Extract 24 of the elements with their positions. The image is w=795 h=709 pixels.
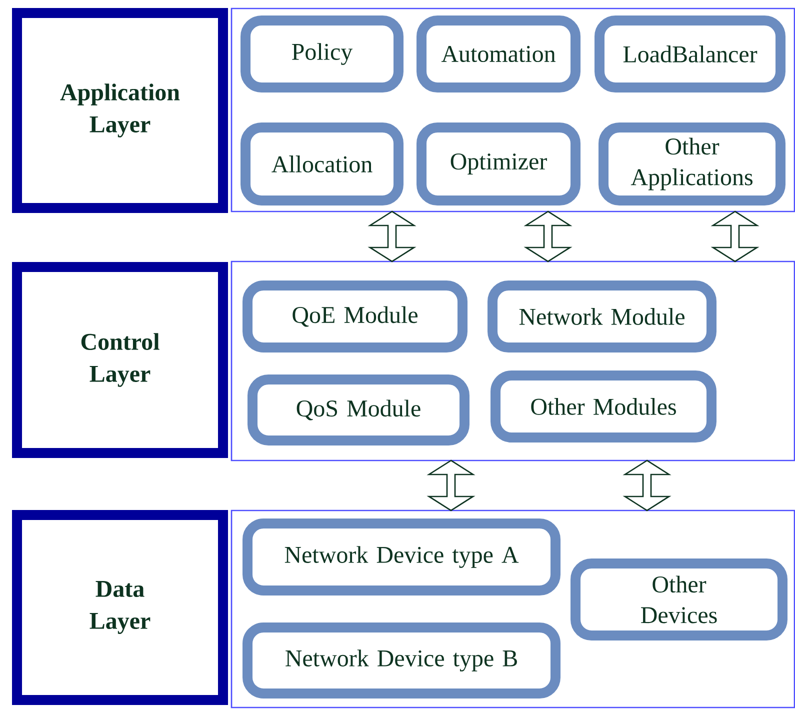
double-arrow: [524, 210, 572, 262]
double-arrow: [368, 210, 416, 262]
module-box: Network Device type A: [242, 518, 560, 596]
layer-panel: [230, 8, 795, 212]
module-box: QoE Module: [242, 280, 468, 352]
module-box: LoadBalancer: [594, 16, 786, 92]
module-box: Network Module: [488, 280, 716, 352]
module-box: Other Applications: [598, 122, 786, 206]
double-arrow: [622, 460, 672, 512]
module-box: Other Devices: [570, 558, 788, 640]
module-box: Optimizer: [416, 122, 580, 206]
layer-label-box: Data Layer: [12, 510, 228, 705]
module-box: Allocation: [240, 122, 404, 206]
layer-label-box: Control Layer: [12, 262, 228, 458]
layer-panel: [230, 510, 795, 708]
module-box: QoS Module: [248, 374, 470, 446]
module-box: Other Modules: [490, 370, 716, 442]
double-arrow: [426, 460, 476, 512]
double-arrow: [710, 210, 760, 262]
layer-label-box: Application Layer: [12, 8, 228, 213]
module-box: Policy: [240, 16, 404, 92]
module-box: Automation: [416, 16, 580, 92]
layer-panel: [230, 260, 795, 462]
module-box: Network Device type B: [242, 622, 560, 698]
